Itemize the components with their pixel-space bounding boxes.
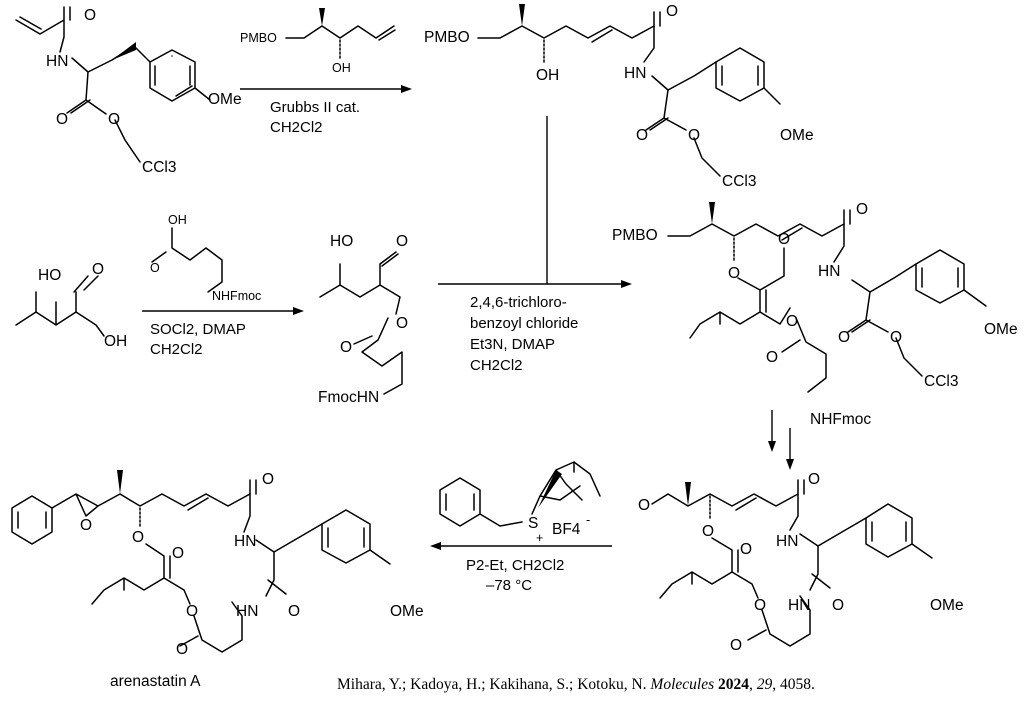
ar-o-epoxide-label: O bbox=[80, 517, 92, 534]
reagent-minus-label: - bbox=[586, 513, 590, 527]
p2-o-ester-label: O bbox=[396, 315, 408, 332]
p3-pmbo-label: PMBO bbox=[612, 227, 658, 244]
step4-conditions-line2: –78 °C bbox=[486, 577, 532, 594]
citation-journal: Molecules bbox=[650, 676, 715, 693]
p3-o-link-label: O bbox=[728, 265, 740, 282]
m-o-carbonyl3-label: O bbox=[730, 637, 742, 654]
m-hn1-label: HN bbox=[776, 533, 798, 550]
starting-material-hydroxy-acid: HO O OH bbox=[15, 261, 127, 350]
citation-pages: 4058 bbox=[779, 676, 811, 693]
ar-ome-label: OMe bbox=[390, 603, 424, 620]
arrow-step-3 bbox=[438, 280, 632, 288]
p3-o-ester3-label: O bbox=[890, 329, 902, 346]
p3-o-carbonyl2-label: O bbox=[766, 349, 778, 366]
product-ester-acid: HO O O O FmocHN bbox=[318, 233, 408, 406]
m-hn2-label: HN bbox=[788, 597, 810, 614]
arenastatin-a-name: arenastatin A bbox=[110, 673, 201, 690]
product-metathesis: PMBO OH O HN O O OMe CCl3 bbox=[424, 3, 814, 190]
p1-oh-label: OH bbox=[536, 67, 559, 84]
p3-ccl3-label: CCl3 bbox=[924, 373, 958, 390]
s1-ccl3-label: CCl3 bbox=[142, 159, 176, 176]
step3-conditions-line4: CH2Cl2 bbox=[470, 357, 523, 374]
p3-nhfmoc-label: NHFmoc bbox=[810, 411, 871, 428]
m-o-carbonyl2-label: O bbox=[832, 597, 844, 614]
s1-o-top-label: O bbox=[84, 7, 96, 24]
product-coupled-ester: PMBO O O O O O HN O O OMe CCl3 NHFmoc bbox=[612, 201, 1018, 428]
p1-o-amide-label: O bbox=[666, 3, 678, 20]
ar-o-carbonyl3-label: O bbox=[176, 641, 188, 658]
step4-conditions-line1: P2-Et, CH2Cl2 bbox=[466, 557, 564, 574]
p3-o-ester2-label: O bbox=[786, 313, 798, 330]
s1-o-ester-label: O bbox=[108, 111, 120, 128]
citation-year: 2024 bbox=[717, 676, 749, 693]
p2-o-top-label: O bbox=[396, 233, 408, 250]
step1-conditions-line2: CH2Cl2 bbox=[270, 119, 323, 136]
ar-o-ester2-label: O bbox=[186, 603, 198, 620]
s2-o-label: O bbox=[92, 261, 104, 278]
s2-ho-label: HO bbox=[38, 267, 61, 284]
ar-hn1-label: HN bbox=[234, 533, 256, 550]
m-o-aldehyde-label: O bbox=[638, 497, 650, 514]
step2-conditions-line2: CH2Cl2 bbox=[150, 341, 203, 358]
p3-ome-label: OMe bbox=[984, 321, 1018, 338]
reagent-s-label: S bbox=[528, 515, 538, 532]
p1-o-ester-label: O bbox=[688, 127, 700, 144]
m-o-link-label: O bbox=[702, 523, 714, 540]
citation-authors: Mihara, Y.; Kadoya, H.; Kakihana, S.; Ko… bbox=[337, 676, 647, 693]
reagent-plus-label: + bbox=[536, 531, 543, 545]
reagent-bf4-label: BF4 bbox=[552, 521, 581, 538]
s2-oh-label: OH bbox=[104, 333, 127, 350]
s1-ome-label: OMe bbox=[208, 91, 242, 108]
step3-conditions-line1: 2,4,6-trichloro- bbox=[470, 294, 567, 311]
p1-pmbo-label: PMBO bbox=[424, 29, 470, 46]
arrow-multistep bbox=[768, 410, 794, 470]
ar-o-carbonyl1-label: O bbox=[172, 545, 184, 562]
step3-conditions-line3: Et3N, DMAP bbox=[470, 336, 555, 353]
p3-hn-label: HN bbox=[818, 263, 840, 280]
p3-o-carbonyl1-label: O bbox=[778, 231, 790, 248]
reagent-fmoc-beta-alanine: OH O NHFmoc bbox=[150, 213, 261, 303]
p2-o-carbonyl-label: O bbox=[340, 339, 352, 356]
step1-conditions-line1: Grubbs II cat. bbox=[270, 99, 360, 116]
step3-conditions-line2: benzoyl chloride bbox=[470, 315, 578, 332]
arrow-step-1 bbox=[240, 85, 412, 93]
r1-oh-label: OH bbox=[332, 61, 351, 75]
p1-hn-label: HN bbox=[624, 65, 646, 82]
p2-ho-label: HO bbox=[330, 233, 353, 250]
r2-o-label: O bbox=[150, 261, 160, 275]
step2-conditions-line1: SOCl2, DMAP bbox=[150, 321, 246, 338]
ar-o-carbonyl2-label: O bbox=[288, 603, 300, 620]
reagent-sulfonium-salt: S + BF4 - bbox=[439, 461, 601, 545]
reagent-homoallyl-alcohol: PMBO OH bbox=[240, 8, 396, 75]
m-o-carbonyl1-label: O bbox=[740, 541, 752, 558]
p3-o-carbonyl3-label: O bbox=[838, 329, 850, 346]
macrocycle-aldehyde: O O O O HN O HN O O OMe bbox=[638, 471, 964, 654]
arrow-step-2 bbox=[142, 307, 304, 315]
p1-ccl3-label: CCl3 bbox=[722, 173, 756, 190]
citation-volume: 29 bbox=[756, 676, 773, 693]
starting-material-acrylamide: O HN O O CCl3 OMe bbox=[15, 6, 242, 176]
r2-nhfmoc-label: NHFmoc bbox=[212, 289, 261, 303]
p2-fmochn-label: FmocHN bbox=[318, 389, 379, 406]
m-ome-label: OMe bbox=[930, 597, 964, 614]
p3-o-amide-label: O bbox=[856, 201, 868, 218]
p1-o-carbonyl-label: O bbox=[636, 127, 648, 144]
m-o-amide-label: O bbox=[808, 471, 820, 488]
arrow-step-4 bbox=[430, 542, 612, 550]
s1-nh-label: HN bbox=[46, 53, 68, 70]
ar-o-link-label: O bbox=[132, 529, 144, 546]
r1-pmbo-label: PMBO bbox=[240, 31, 277, 45]
citation: Mihara, Y.; Kadoya, H.; Kakihana, S.; Ko… bbox=[337, 676, 815, 693]
m-o-ester2-label: O bbox=[754, 597, 766, 614]
ar-hn2-label: HN bbox=[236, 603, 258, 620]
r2-oh-label: OH bbox=[168, 213, 187, 227]
ar-o-amide-label: O bbox=[262, 471, 274, 488]
product-arenastatin-a: O O O O HN O HN O O OMe bbox=[11, 470, 424, 658]
p1-ome-label: OMe bbox=[780, 127, 814, 144]
s1-o-carbonyl-label: O bbox=[56, 111, 68, 128]
